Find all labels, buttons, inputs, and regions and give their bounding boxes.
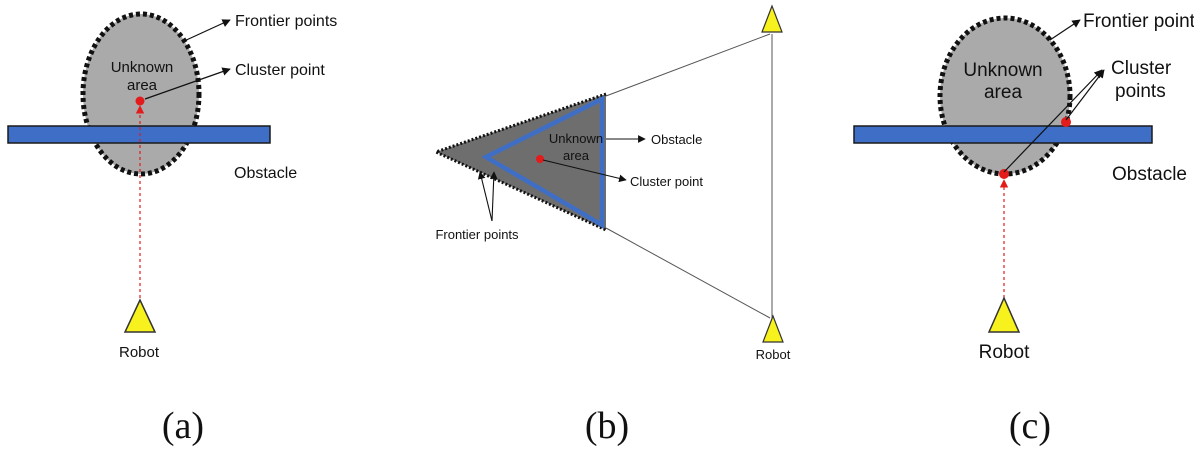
cluster-arrow-2 — [1065, 69, 1105, 121]
frontier-arrow-2 — [489, 171, 498, 222]
caption-b: (b) — [585, 405, 629, 447]
cluster-point-upper — [1061, 117, 1071, 127]
cluster-arrow — [542, 159, 627, 183]
unknown-area-label-line2: area — [984, 82, 1022, 103]
cluster-arrow-1 — [1003, 69, 1103, 173]
robot-icon — [987, 296, 1021, 333]
obstacle-outline — [481, 95, 605, 229]
view-ray-bottom — [605, 227, 771, 319]
caption-a: (a) — [162, 405, 204, 447]
robot-icon — [762, 314, 784, 343]
robot-icon — [123, 298, 157, 333]
unknown-area-label-line2: area — [127, 77, 158, 94]
obstacle-label: Obstacle — [234, 165, 297, 182]
robot-icon-top — [761, 4, 783, 33]
frontier-points-label: Frontier points — [235, 13, 337, 30]
unknown-area-triangle — [436, 94, 606, 230]
cluster-point — [536, 155, 544, 163]
cluster-point — [135, 96, 145, 106]
unknown-area-label-line1: Unknown — [111, 59, 174, 76]
obstacle-label: Obstacle — [1112, 164, 1187, 185]
unknown-area-label-line1: Unknown — [549, 131, 603, 146]
frontier-points-edge — [431, 92, 607, 232]
cluster-point-label: Cluster point — [630, 174, 703, 189]
panel-c: Unknown area Cluster points Frontier poi… — [853, 11, 1194, 447]
cluster-points-label-line2: points — [1115, 81, 1166, 102]
obstacle-bar — [853, 125, 1153, 144]
cluster-point-label: Cluster point — [235, 62, 325, 79]
cluster-point-lower — [999, 169, 1009, 179]
cluster-arrow — [144, 67, 231, 100]
unknown-area-label-line1: Unknown — [963, 60, 1042, 81]
obstacle-bar — [7, 125, 271, 144]
panel-a: Unknown area Frontier points Cluster poi… — [7, 11, 337, 447]
view-ray-top — [605, 33, 771, 97]
robot-label: Robot — [119, 344, 160, 361]
frontier-points-label: Frontier points — [435, 227, 519, 242]
obstacle-label: Obstacle — [651, 132, 702, 147]
panel-b: Unknown area Cluster point Obstacle Fron… — [431, 4, 791, 447]
unknown-area-ellipse — [80, 11, 202, 177]
frontier-arrow-1 — [477, 171, 493, 222]
robot-label: Robot — [979, 342, 1030, 363]
frontier-points-label: Frontier points — [1083, 11, 1194, 32]
unknown-area-label-line2: area — [563, 148, 590, 163]
robot-label: Robot — [756, 347, 791, 362]
frontier-arrow — [1049, 19, 1081, 41]
frontier-arrow — [181, 19, 231, 43]
caption-c: (c) — [1009, 405, 1051, 447]
cluster-points-label-line1: Cluster — [1111, 58, 1172, 79]
